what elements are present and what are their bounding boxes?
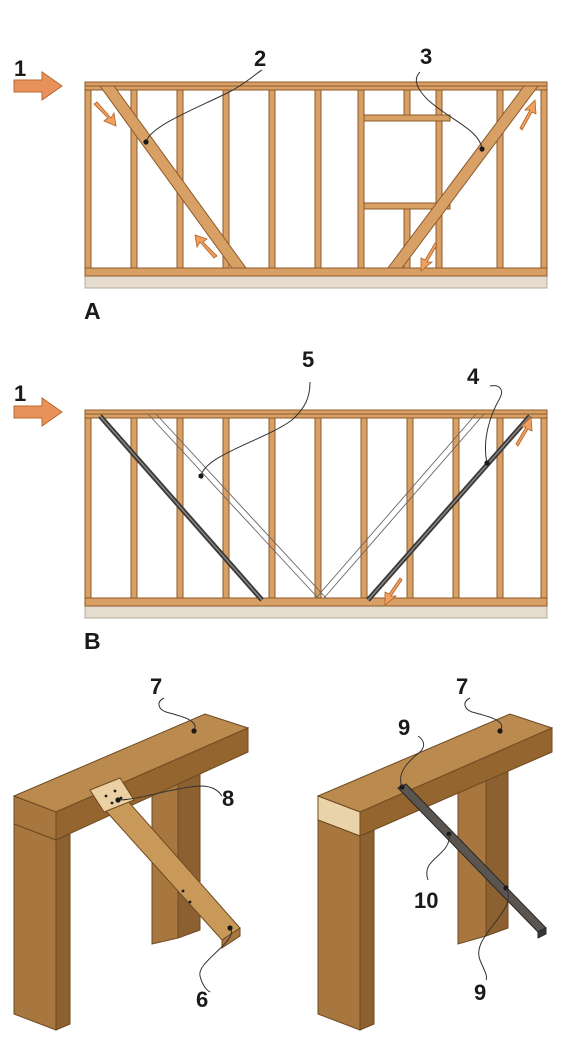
callout-5: 5	[302, 347, 314, 372]
let-in-brace-right	[387, 85, 539, 269]
callout-10: 10	[414, 888, 438, 913]
flat-strap-outline	[147, 413, 485, 599]
callout-7-right: 7	[456, 674, 468, 699]
panel-b-studs	[84, 417, 548, 599]
callout-4: 4	[467, 364, 480, 389]
panel-a-wall-frame	[84, 81, 548, 289]
metal-strap-detail: 7 9 10 9	[316, 674, 554, 1031]
metal-bracing-straps	[98, 414, 532, 602]
panel-b-wall-frame	[84, 409, 548, 619]
force-arrows-a	[93, 99, 537, 272]
callout-2: 2	[254, 46, 266, 71]
callout-3: 3	[420, 44, 432, 69]
section-label-b: B	[84, 628, 101, 654]
section-label-a: A	[84, 298, 101, 324]
callout-1-bottom: 1	[14, 381, 26, 406]
wood-brace-detail: 7 8 6	[12, 674, 250, 1031]
force-arrows-b	[384, 416, 533, 606]
let-in-brace-left	[99, 85, 247, 269]
callout-9-bottom: 9	[474, 980, 486, 1005]
callout-9-top: 9	[398, 715, 410, 740]
load-arrow-a: 1	[13, 56, 63, 101]
load-arrow-b: 1	[13, 381, 63, 427]
callout-1-top: 1	[14, 56, 26, 81]
callout-6: 6	[196, 987, 208, 1012]
nail-holes	[104, 789, 192, 904]
callouts-b: 5 4	[198, 347, 503, 479]
panel-a-studs	[84, 89, 548, 269]
callout-7-left: 7	[150, 674, 162, 699]
callouts-a: 2 3	[143, 44, 485, 152]
callout-8: 8	[222, 786, 234, 811]
